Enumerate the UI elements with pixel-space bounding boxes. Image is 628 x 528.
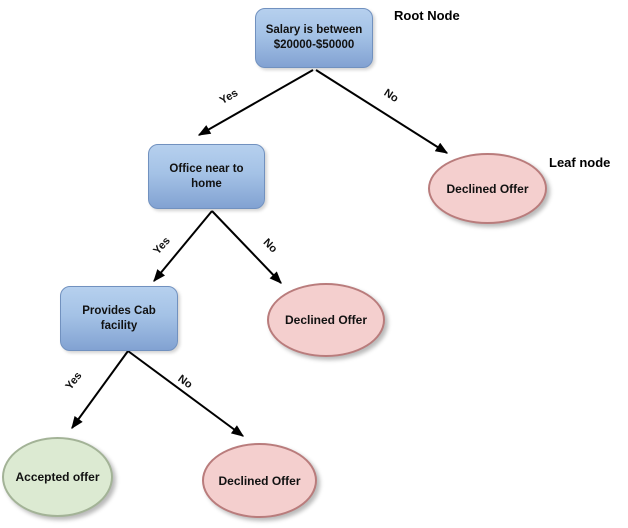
accepted-offer-label: Accepted offer (15, 470, 100, 484)
declined-offer-leaf-middle: Declined Offer (267, 283, 385, 357)
office-decision-node: Office near to home (148, 144, 265, 209)
root-node-annotation: Root Node (394, 8, 460, 23)
edge-cab-no-arrow (127, 350, 245, 437)
declined-offer-label: Declined Offer (218, 473, 301, 488)
accepted-offer-leaf: Accepted offer (2, 437, 113, 517)
edge-office-yes-arrow (153, 210, 213, 282)
declined-offer-leaf-bottom: Declined Offer (202, 443, 317, 518)
cab-decision-label: Provides Cab facility (82, 304, 156, 332)
edge-root-yes-arrow (197, 69, 314, 136)
declined-offer-label: Declined Offer (284, 313, 368, 327)
cab-decision-node: Provides Cab facility (60, 286, 178, 351)
declined-offer-label: Declined Offer (446, 181, 529, 196)
office-decision-label: Office near to home (169, 162, 244, 190)
edge-root-no-arrow (315, 69, 449, 154)
root-decision-node: Salary is between $20000-$50000 (255, 8, 373, 68)
edge-office-no-arrow (211, 210, 282, 284)
leaf-node-annotation: Leaf node (549, 155, 611, 170)
declined-offer-leaf-right: Declined Offer (428, 153, 547, 224)
root-decision-label: Salary is between $20000-$50000 (265, 24, 363, 51)
edge-cab-yes-arrow (71, 350, 129, 430)
